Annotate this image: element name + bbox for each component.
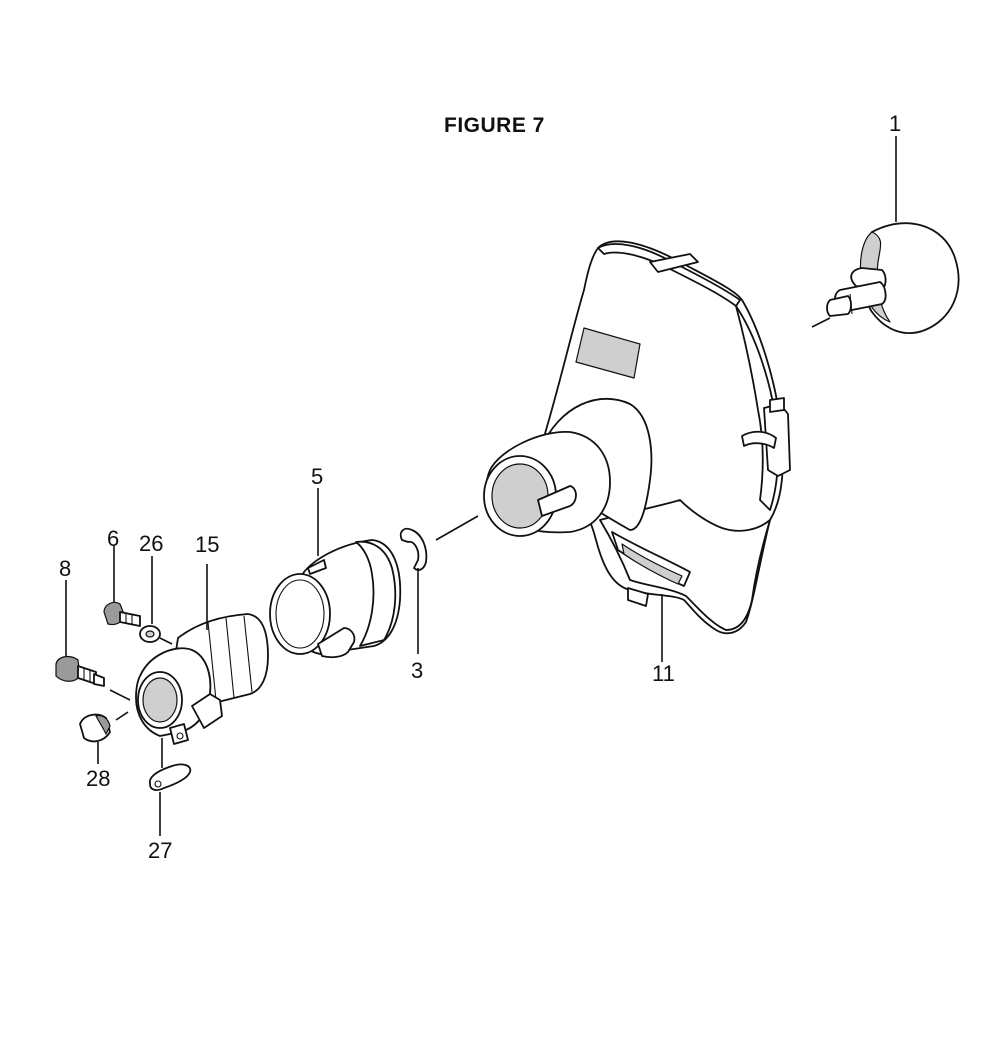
part-6-bolt xyxy=(103,601,141,627)
part-26-washer xyxy=(139,625,161,643)
callout-5: 5 xyxy=(311,464,323,489)
part-27-lock-plate xyxy=(148,763,192,791)
part-28-nut xyxy=(79,713,111,743)
callout-3: 3 xyxy=(411,658,423,683)
callout-26: 26 xyxy=(139,531,163,556)
part-3-retaining-ring xyxy=(399,527,428,571)
part-15-handle-clamp xyxy=(135,613,269,745)
callout-11: 11 xyxy=(652,661,675,686)
leader-line-8-axis xyxy=(109,689,131,701)
callout-6: 6 xyxy=(107,526,119,551)
part-8-knob-screw xyxy=(55,655,105,687)
part-1-clutch-drum xyxy=(826,222,960,334)
figure-title: FIGURE 7 xyxy=(444,114,545,137)
callout-28: 28 xyxy=(86,766,110,791)
callout-27: 27 xyxy=(148,838,172,863)
callout-1: 1 xyxy=(889,111,901,136)
callout-8: 8 xyxy=(59,556,71,581)
leader-line-1-shaft xyxy=(811,317,831,328)
part-11-clutch-housing xyxy=(483,240,791,635)
part-5-clamp-sleeve xyxy=(269,539,402,659)
leader-line-3-axis xyxy=(435,515,479,541)
leader-line-28-axis xyxy=(115,711,129,721)
leader-line-26-axis xyxy=(159,637,173,645)
callout-15: 15 xyxy=(195,532,219,557)
